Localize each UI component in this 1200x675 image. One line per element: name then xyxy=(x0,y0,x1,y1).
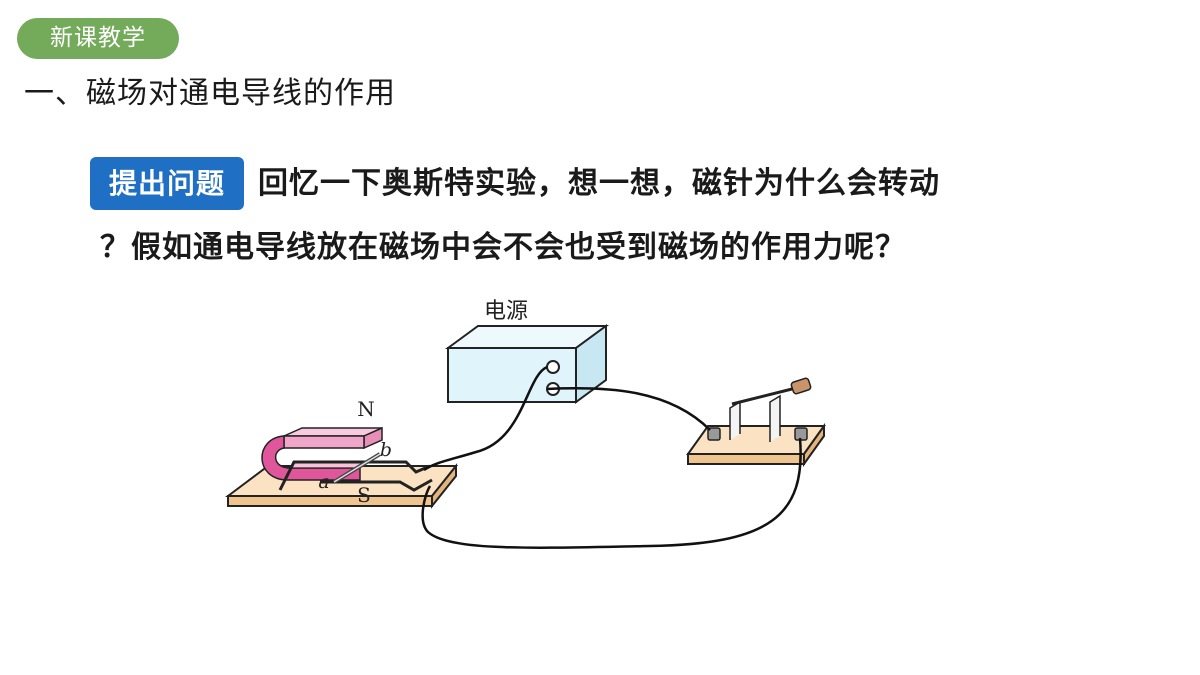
section-heading: 一、磁场对通电导线的作用 xyxy=(24,76,396,111)
point-a-label: a xyxy=(318,471,329,493)
horseshoe-magnet xyxy=(261,426,383,481)
knife-switch xyxy=(686,377,826,468)
magnet-south-label: S xyxy=(357,483,371,507)
wires xyxy=(421,365,802,549)
question-text-line1: 回忆一下奥斯特实验，想一想，磁针为什么会转动 xyxy=(258,166,940,201)
experiment-diagram: 电源 N S a b xyxy=(225,299,826,549)
terminal-positive xyxy=(546,360,560,374)
rails xyxy=(278,460,433,492)
question-badge: 提出问题 xyxy=(90,157,244,210)
point-b-label: b xyxy=(380,439,392,461)
power-supply-label: 电源 xyxy=(484,299,528,324)
question-text-line2: ？假如通电导线放在磁场中会不会也受到磁场的作用力呢？ xyxy=(100,230,906,265)
magnet-north-label: N xyxy=(357,397,375,421)
power-supply xyxy=(444,324,610,404)
section-tag: 新课教学 xyxy=(17,18,179,59)
